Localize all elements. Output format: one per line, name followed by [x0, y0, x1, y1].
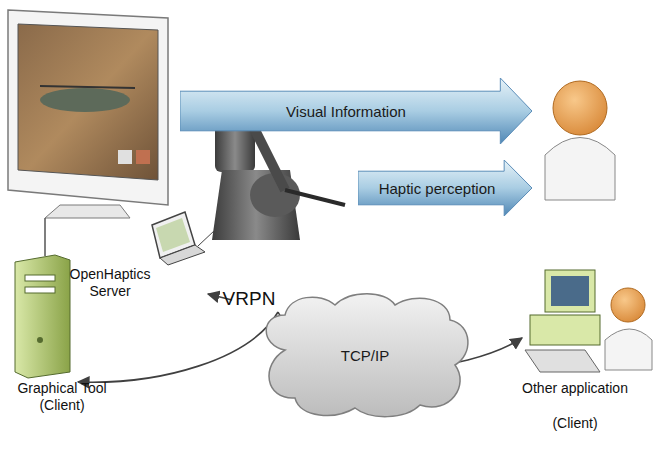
desktop-pc	[525, 270, 600, 372]
user-icon	[605, 288, 652, 370]
node-text: TCP/IP	[341, 347, 389, 364]
protocol-label: VRPN	[214, 288, 284, 311]
monitor	[8, 10, 168, 256]
server-label: OpenHaptics Server	[50, 266, 170, 300]
information-arrow: Visual Information	[180, 78, 532, 144]
user-icon	[545, 81, 615, 200]
client-label: (Client)	[520, 415, 630, 432]
network-cloud: TCP/IP	[255, 290, 475, 420]
laptop	[152, 212, 215, 265]
tower-pc	[15, 255, 70, 378]
client-label: Graphical Tool (Client)	[2, 380, 122, 414]
client-label: Other application	[500, 380, 650, 397]
information-arrow: Haptic perception	[358, 160, 532, 216]
node-text: Visual Information	[286, 103, 406, 120]
node-text: Haptic perception	[379, 180, 496, 197]
